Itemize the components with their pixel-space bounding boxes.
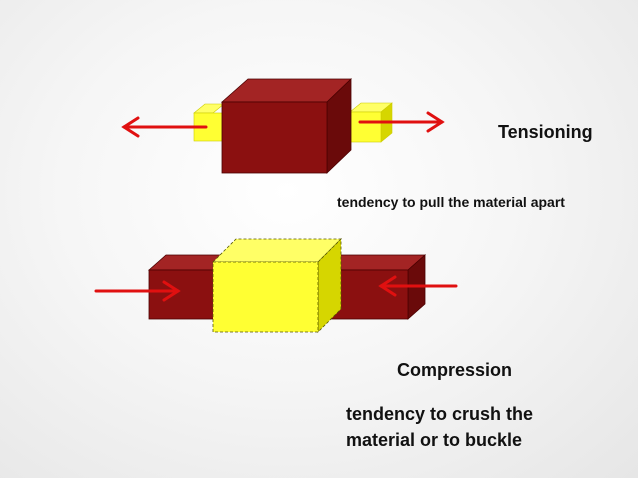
left-arrow-icon [121,116,208,138]
tension-description: tendency to pull the material apart [337,194,565,210]
compression-title: Compression [397,360,513,380]
tension-right-rod [349,102,393,143]
left-arrow-icon [378,275,458,297]
compression-description: tendency to crush the material or to buc… [346,404,534,450]
right-arrow-icon [358,111,445,133]
compression-diagram [94,238,458,333]
compression-block [212,238,342,333]
right-arrow-icon [94,280,181,302]
tension-block [220,78,352,174]
tension-title: Tensioning [498,122,593,142]
tension-left-rod [193,103,225,142]
tension-diagram [121,78,445,174]
